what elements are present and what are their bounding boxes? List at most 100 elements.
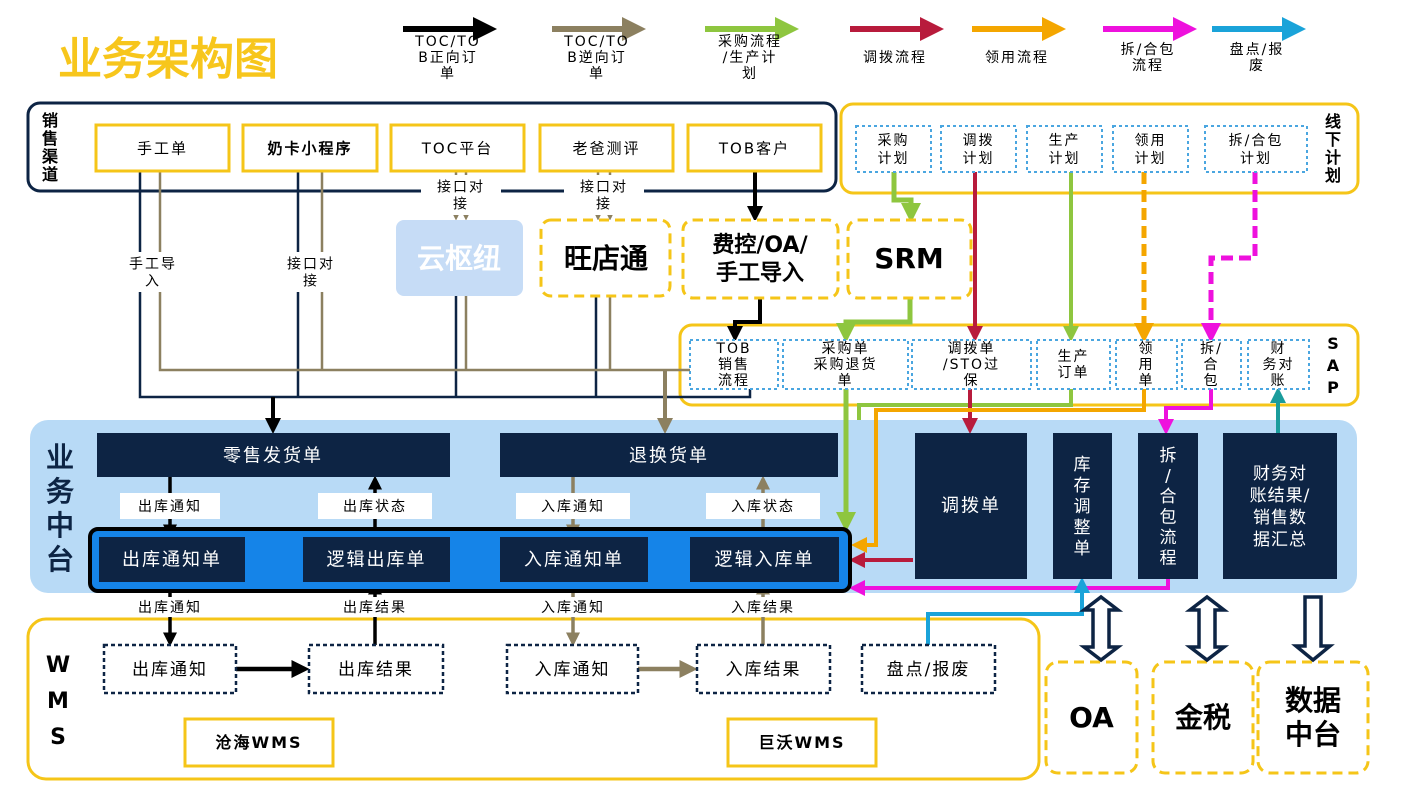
edge-manual-import-bg — [122, 252, 184, 292]
external-label-2: 数据中台 — [1285, 684, 1341, 751]
legend-label-5: 拆/合包流程 — [1121, 42, 1176, 74]
sales-item-label-1: 奶卡小程序 — [267, 139, 352, 157]
line-magenta-plan — [1201, 172, 1258, 343]
bottom-flow-label-2: 入库通知 — [541, 599, 605, 616]
logic-item-1 — [303, 537, 450, 582]
bottom-flow-label-0: 出库通知 — [138, 599, 202, 616]
wms-item-label-3: 入库结果 — [726, 660, 802, 680]
sap-item-1 — [782, 339, 909, 390]
bottom-flow-label-2-bg — [516, 597, 630, 617]
edge-api-toc: 接口对接 — [437, 179, 485, 213]
sales-channel-label: 销售渠道 — [42, 111, 59, 184]
offline-item-label-1: 调拨计划 — [963, 133, 995, 167]
cangha-label: 沧海WMS — [215, 733, 302, 752]
feikong-box — [681, 218, 840, 300]
retail-delivery-label: 零售发货单 — [223, 446, 323, 467]
edge-api-left: 接口对接 — [287, 256, 335, 290]
page-title: 业务架构图 — [58, 34, 278, 85]
return-exchange-box — [500, 433, 838, 477]
yunshuniu-label: 云枢纽 — [417, 242, 501, 275]
logic-item-label-1: 逻辑出库单 — [327, 550, 427, 571]
wms-item-1 — [307, 643, 445, 695]
sap-item-label-1: 采购单采购退货单 — [814, 341, 878, 389]
inventory-adjust-label: 库存调整单 — [1074, 455, 1091, 559]
logic-item-label-3: 逻辑入库单 — [715, 550, 815, 571]
juwo-box — [726, 717, 878, 768]
legend-label-6: 盘点/报废 — [1230, 41, 1285, 74]
edge-manual-import: 手工导入 — [129, 257, 177, 290]
external-box-2 — [1256, 660, 1370, 775]
wms-item-3 — [695, 643, 832, 695]
logic-item-label-0: 出库通知单 — [122, 550, 222, 571]
edge-api-toc-bg — [421, 175, 501, 215]
bottom-flow-label-1: 出库结果 — [343, 600, 407, 616]
sales-item-3 — [538, 123, 675, 173]
offline-item-label-3: 领用计划 — [1135, 133, 1167, 167]
sap-item-label-4: 领用单 — [1139, 341, 1155, 389]
wms-item-label-0: 出库通知 — [132, 660, 208, 680]
sap-item-label-3: 生产订单 — [1058, 349, 1090, 381]
sap-item-6 — [1247, 339, 1310, 390]
line-green-plan-srm — [891, 172, 921, 223]
biz-flow-label-0: 出库通知 — [138, 498, 202, 515]
biz-flow-label-0-bg — [120, 493, 220, 519]
biz-flow-label-3: 入库状态 — [731, 499, 795, 515]
sap-item-label-2: 调拨单/STO过保 — [943, 341, 1000, 389]
transfer-box — [915, 433, 1027, 579]
wms-group — [26, 617, 1041, 781]
juwo-label: 巨沃WMS — [758, 733, 845, 752]
wms-item-label-1: 出库结果 — [338, 660, 414, 680]
wms-item-0 — [102, 643, 238, 695]
wms-item-4 — [860, 643, 997, 695]
external-box-0 — [1044, 660, 1139, 775]
sap-item-3 — [1036, 339, 1111, 390]
sales-item-1 — [241, 123, 379, 173]
external-label-1: 金税 — [1174, 701, 1231, 734]
line-green-srm-sap — [836, 298, 913, 343]
edge-api-laoba-bg — [564, 175, 644, 215]
sap-item-4 — [1115, 339, 1178, 390]
offline-item-2 — [1026, 125, 1103, 173]
sap-item-0 — [689, 339, 779, 390]
line-magenta-sap — [1158, 389, 1213, 435]
return-exchange-label: 退换货单 — [629, 446, 709, 467]
offline-item-label-2: 生产计划 — [1049, 133, 1081, 167]
wms-item-2 — [505, 643, 640, 695]
line-green-prod-bar — [857, 389, 1073, 420]
srm-box — [846, 218, 973, 300]
offline-item-4 — [1204, 125, 1308, 173]
transfer-label: 调拨单 — [941, 496, 1001, 517]
srm-label: SRM — [874, 242, 944, 275]
offline-item-label-0: 采购计划 — [878, 133, 910, 167]
bottom-flow-label-3: 入库结果 — [731, 600, 795, 616]
bottom-flow-label-0-bg — [113, 597, 227, 617]
offline-item-1 — [940, 125, 1017, 173]
finance-label: 财务对账结果/销售数据汇总 — [1250, 464, 1311, 550]
jinshui-double-arrow-shape — [1184, 594, 1230, 663]
wms-item-label-4: 盘点/报废 — [887, 660, 971, 680]
jinshui-double-arrow — [1184, 594, 1230, 663]
logic-item-3 — [690, 537, 839, 582]
wangdiantong-box — [539, 218, 672, 298]
logic-item-2 — [500, 537, 648, 582]
legend-label-2: 采购流程/生产计划 — [718, 34, 782, 82]
biz-flow-label-2: 入库通知 — [541, 498, 605, 515]
logic-bar — [88, 527, 852, 593]
offline-item-0 — [855, 125, 932, 173]
offline-plan-label: 线下计划 — [1325, 112, 1341, 185]
legend-label-3: 调拨流程 — [863, 50, 927, 66]
line-manual-olive — [158, 171, 665, 372]
sales-item-4 — [686, 123, 823, 173]
sap-item-label-5: 拆/合包 — [1200, 341, 1223, 389]
inventory-adjust-box — [1053, 433, 1112, 579]
legend-label-4: 领用流程 — [985, 50, 1049, 66]
biz-flow-label-2-bg — [516, 493, 630, 519]
line-cyan-inventory — [926, 577, 1090, 645]
offline-item-3 — [1112, 125, 1189, 173]
sales-item-label-2: TOC平台 — [421, 139, 493, 157]
data-platform-arrow-shape — [1291, 595, 1335, 663]
